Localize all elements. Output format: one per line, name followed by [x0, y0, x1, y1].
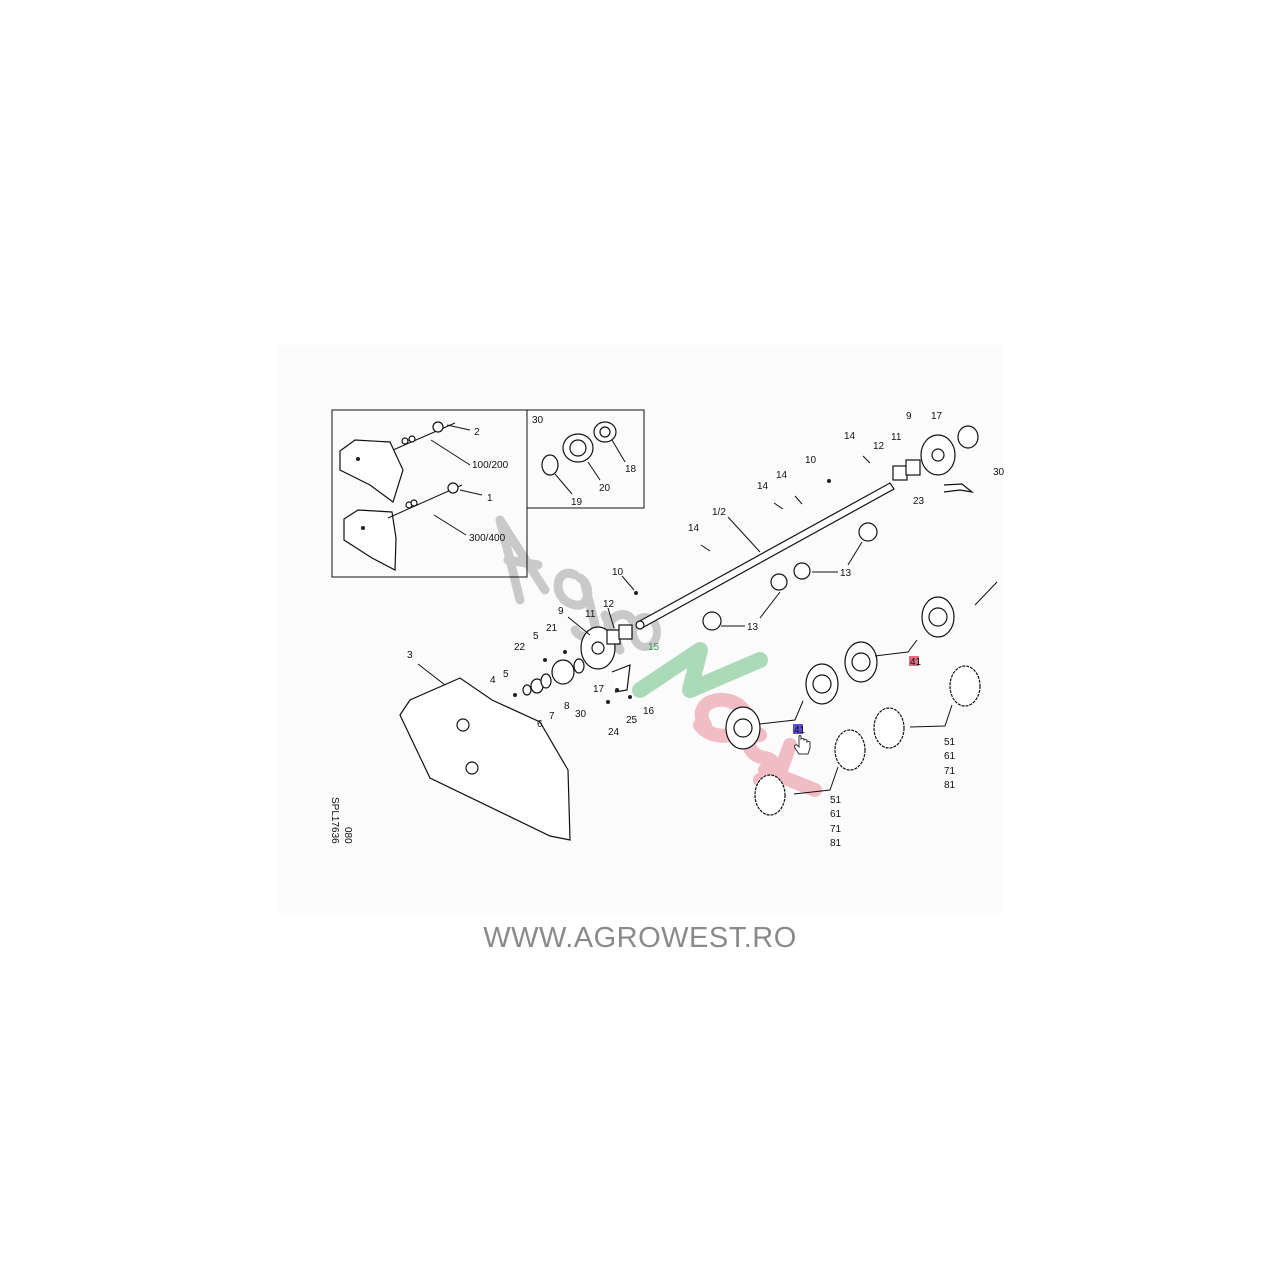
callout-17-right: 17: [931, 411, 943, 422]
callout-5a: 5: [533, 631, 539, 642]
callout-30-left: 30: [575, 709, 587, 720]
pins: [634, 455, 871, 595]
callout-15: 15: [648, 642, 660, 653]
hand-pointer-cursor-icon: [794, 735, 811, 755]
callout-8: 8: [564, 701, 570, 712]
callout-18: 18: [625, 464, 637, 475]
callout-22: 22: [514, 642, 526, 653]
callout-11-left: 11: [585, 609, 596, 620]
right-bearing-assembly: [702, 425, 979, 631]
side-cover-plate: [399, 663, 571, 841]
callout-71: 71: [830, 824, 842, 835]
callout-19: 19: [571, 497, 583, 508]
callout-10-left: 10: [612, 567, 624, 578]
callout-6: 6: [537, 719, 543, 730]
callout-17-left: 17: [593, 684, 605, 695]
callout-10-right: 10: [805, 455, 817, 466]
callout-shaft: 1/2: [712, 507, 726, 518]
callout-12-right: 12: [873, 441, 885, 452]
website-footer: WWW.AGROWEST.RO: [483, 922, 797, 954]
callout-23: 23: [913, 496, 925, 507]
callout-13b: 13: [747, 622, 759, 633]
callout-16: 16: [643, 706, 655, 717]
callout-51: 51: [944, 737, 956, 748]
callout-4: 4: [490, 675, 496, 686]
star-wheel-callouts-left: 51 61 71 81: [830, 795, 842, 849]
callout-51: 51: [830, 795, 842, 806]
callout-12-left: 12: [603, 599, 615, 610]
callout-61: 61: [830, 809, 842, 820]
callout-14d: 14: [688, 523, 700, 534]
callout-3: 3: [407, 650, 413, 661]
callout-14b: 14: [776, 470, 788, 481]
callout-100-200: 100/200: [472, 460, 509, 471]
callout-81: 81: [944, 780, 956, 791]
drawing-code: SPL17636: [329, 797, 340, 844]
callout-61: 61: [944, 751, 956, 762]
callout-9-left: 9: [558, 606, 564, 617]
callout-13a: 13: [840, 568, 852, 579]
wheel-41-hover-highlight: [793, 724, 803, 734]
left-bearing-assembly: [513, 575, 635, 704]
callout-11-right: 11: [891, 432, 902, 443]
callout-300-400: 300/400: [469, 533, 506, 544]
inset-bearing: [526, 409, 645, 509]
callout-2: 2: [474, 427, 480, 438]
callout-inset-30: 30: [532, 415, 544, 426]
callout-21: 21: [546, 623, 558, 634]
callout-5b: 5: [503, 669, 509, 680]
star-wheel-callouts-right: 51 61 71 81: [944, 737, 956, 791]
callout-71: 71: [944, 766, 956, 777]
callout-25: 25: [626, 715, 638, 726]
inset-deflector-plates: [331, 409, 528, 578]
wheel-41-highlight: [909, 656, 919, 666]
callout-41a[interactable]: 41: [910, 657, 922, 668]
callout-20: 20: [599, 483, 611, 494]
callout-14c: 14: [757, 481, 769, 492]
drawing-suffix: 080: [342, 827, 353, 844]
callout-81: 81: [830, 838, 842, 849]
callout-24: 24: [608, 727, 620, 738]
main-shaft: [635, 482, 895, 630]
callout-14a: 14: [844, 431, 856, 442]
drive-wheels: [725, 581, 998, 816]
callout-1: 1: [487, 493, 493, 504]
callout-7: 7: [549, 711, 555, 722]
callout-41b[interactable]: 41: [794, 725, 806, 736]
callout-30-right: 30: [993, 467, 1005, 478]
callout-9-right: 9: [906, 411, 912, 422]
